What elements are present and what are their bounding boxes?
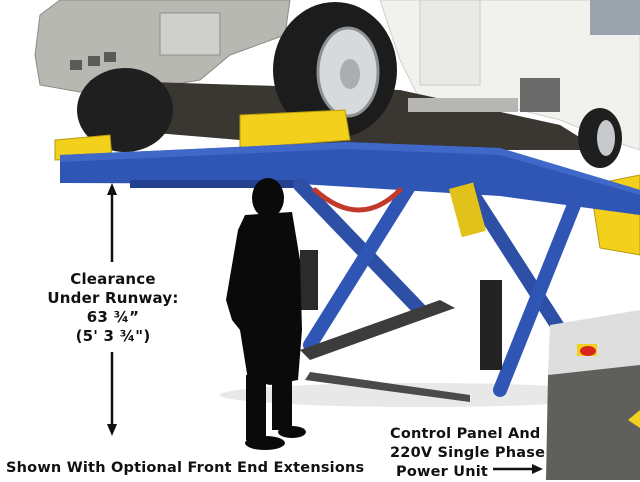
control-panel-line1: Control Panel And [390, 426, 541, 442]
clearance-sublabel: Under Runway: [47, 289, 179, 307]
person-silhouette [226, 178, 306, 450]
clearance-feet: (5' 3 ¾") [75, 327, 151, 345]
clearance-label: Clearance [70, 270, 156, 288]
wheel-stop [239, 109, 351, 149]
control-panel-line2: 220V Single Phase [390, 445, 546, 461]
clearance-arrow [107, 183, 117, 436]
control-cabinet [546, 310, 640, 480]
control-panel-arrow [493, 464, 543, 474]
extensions-caption: Shown With Optional Front End Extensions [6, 460, 365, 476]
emergency-stop-button [580, 346, 596, 356]
clearance-caption: Clearance Under Runway: 63 ¾” (5' 3 ¾") [38, 270, 188, 346]
runway [60, 142, 640, 215]
control-panel-line3: Power Unit [396, 464, 489, 480]
scissor-mechanism [293, 178, 587, 402]
clearance-inches: 63 ¾” [86, 308, 140, 326]
control-panel-caption: Control Panel And 220V Single Phase Powe… [390, 425, 545, 482]
